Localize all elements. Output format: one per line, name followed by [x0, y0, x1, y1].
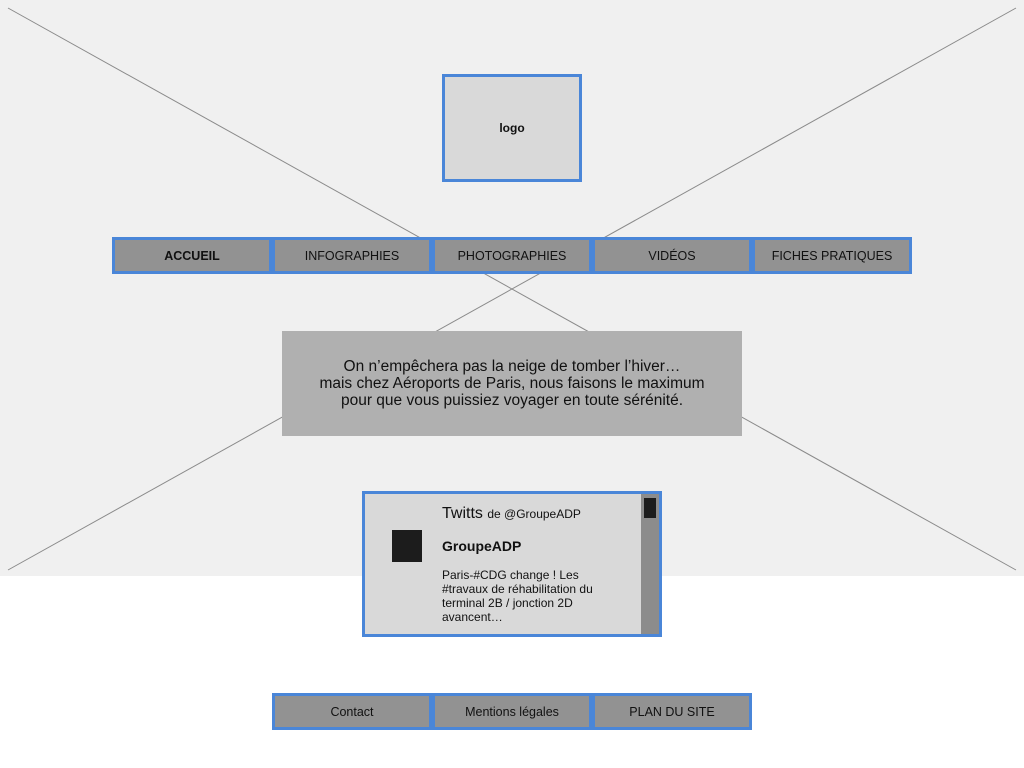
- twitter-widget: Twitts de @GroupeADP GroupeADP Paris-#CD…: [362, 491, 662, 637]
- logo-label: logo: [499, 121, 525, 135]
- footer-link-mentions-legales[interactable]: Mentions légales: [432, 693, 592, 730]
- twitter-widget-title: Twitts de @GroupeADP: [442, 505, 581, 523]
- logo-placeholder[interactable]: logo: [442, 74, 582, 182]
- nav-item-infographies[interactable]: INFOGRAPHIES: [272, 237, 432, 274]
- banner-line: pour que vous puissiez voyager en toute …: [340, 392, 684, 409]
- footer-navigation: Contact Mentions légales PLAN DU SITE: [272, 693, 752, 730]
- twitter-handle[interactable]: de @GroupeADP: [487, 507, 581, 521]
- banner-line: On n’empêchera pas la neige de tomber l’…: [343, 358, 681, 375]
- avatar[interactable]: [392, 530, 422, 562]
- nav-item-photographies[interactable]: PHOTOGRAPHIES: [432, 237, 592, 274]
- footer-link-contact[interactable]: Contact: [272, 693, 432, 730]
- scrollbar[interactable]: [641, 494, 659, 634]
- footer-link-plan-du-site[interactable]: PLAN DU SITE: [592, 693, 752, 730]
- banner-line: mais chez Aéroports de Paris, nous faiso…: [319, 375, 705, 392]
- hero-banner: On n’empêchera pas la neige de tomber l’…: [282, 331, 742, 436]
- main-navigation: ACCUEIL INFOGRAPHIES PHOTOGRAPHIES VIDÉO…: [112, 237, 912, 274]
- image-placeholder-cross: [7, 7, 1017, 571]
- nav-item-accueil[interactable]: ACCUEIL: [112, 237, 272, 274]
- scrollbar-thumb[interactable]: [644, 498, 656, 518]
- tweet-text: Paris-#CDG change ! Les #travaux de réha…: [442, 568, 593, 624]
- twitter-account-name[interactable]: GroupeADP: [442, 538, 522, 554]
- twitter-title: Twitts: [442, 505, 483, 522]
- nav-item-videos[interactable]: VIDÉOS: [592, 237, 752, 274]
- nav-item-fiches-pratiques[interactable]: FICHES PRATIQUES: [752, 237, 912, 274]
